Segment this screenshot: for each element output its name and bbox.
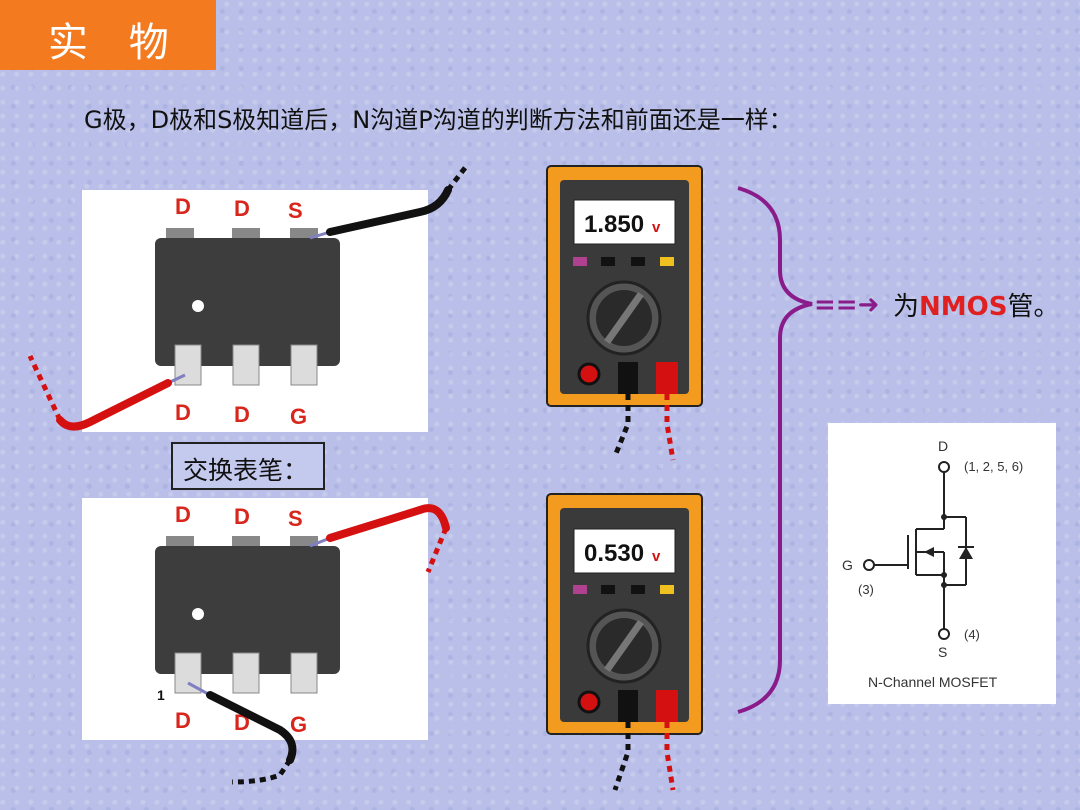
top-pin-label-top-1: D bbox=[175, 194, 191, 219]
gate-pins: (3) bbox=[858, 582, 874, 597]
meter-bottom-unit: v bbox=[652, 548, 661, 565]
swap-probes-label-box: 交换表笔： bbox=[171, 442, 325, 490]
meter-bottom-reading: 0.530 bbox=[584, 540, 644, 567]
result-prefix: 为 bbox=[893, 292, 920, 322]
swap-probes-label: 交换表笔： bbox=[183, 456, 309, 485]
source-pins: (4) bbox=[964, 627, 980, 642]
result-nmos: NMOS bbox=[919, 292, 1008, 322]
bottom-pin-label-bottom-3: G bbox=[290, 712, 307, 737]
mosfet-schematic: D (1, 2, 5, 6) G (3) S (4) N-Channel MOS… bbox=[828, 423, 1056, 704]
top-pin-label-top-2: D bbox=[234, 196, 250, 221]
drain-pins: (1, 2, 5, 6) bbox=[964, 459, 1023, 474]
result-arrow: ==➜ bbox=[814, 290, 879, 320]
bottom-pin-label-top-3: S bbox=[288, 506, 303, 531]
gate-label: G bbox=[842, 557, 853, 573]
source-label: S bbox=[938, 644, 947, 660]
title-bar: 实 物 bbox=[0, 0, 216, 70]
multimeter-top bbox=[546, 165, 703, 461]
red-probe-bottom bbox=[309, 504, 450, 573]
slide-title: 实 物 bbox=[48, 20, 183, 66]
meter-top-reading: 1.850 bbox=[584, 211, 644, 238]
top-pin-label-bottom-3: G bbox=[290, 404, 307, 429]
curly-brace bbox=[737, 186, 813, 714]
bottom-pin-label-top-2: D bbox=[234, 504, 250, 529]
bottom-pin-label-bottom-1: D bbox=[175, 708, 191, 733]
result-text: 为NMOS管。 bbox=[893, 286, 1060, 323]
mosfet-symbol: D (1, 2, 5, 6) G (3) S (4) N-Channel MOS… bbox=[842, 438, 1023, 690]
chip-top bbox=[155, 228, 340, 386]
drain-label: D bbox=[938, 438, 948, 454]
slide-subtitle: G极，D极和S极知道后，N沟道P沟道的判断方法和前面还是一样： bbox=[84, 106, 793, 134]
pin1-marker: 1 bbox=[157, 687, 165, 703]
top-pin-label-top-3: S bbox=[288, 198, 303, 223]
result-suffix: 管。 bbox=[1007, 292, 1060, 322]
black-probe-top bbox=[309, 162, 470, 240]
meter-top-unit: v bbox=[652, 219, 661, 236]
red-probe-top bbox=[27, 354, 186, 431]
multimeter-bottom bbox=[546, 493, 703, 791]
top-pin-label-bottom-2: D bbox=[234, 402, 250, 427]
bottom-pin-label-top-1: D bbox=[175, 502, 191, 527]
schematic-caption: N-Channel MOSFET bbox=[868, 674, 998, 690]
black-probe-bottom bbox=[187, 681, 297, 785]
top-pin-label-bottom-1: D bbox=[175, 400, 191, 425]
chip-bottom bbox=[155, 536, 340, 694]
